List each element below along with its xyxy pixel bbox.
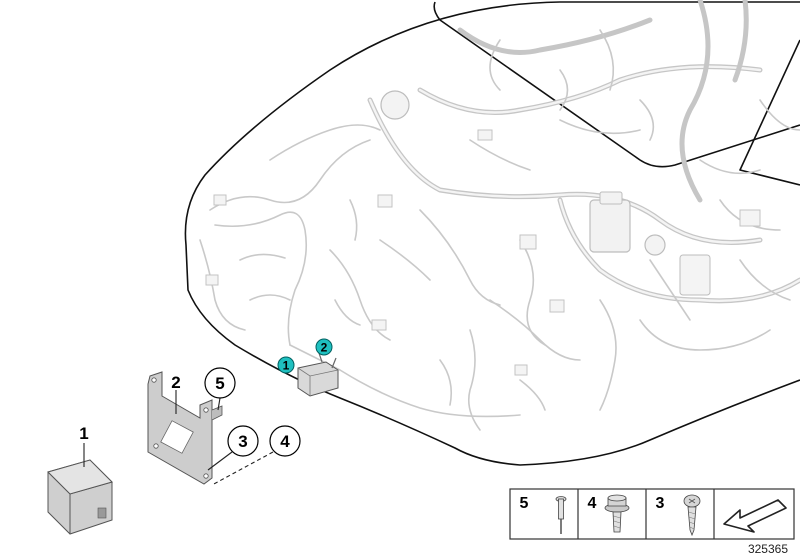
svg-text:1: 1: [283, 359, 290, 373]
legend-number-5: 5: [520, 495, 529, 512]
car-body-outline: [184, 1, 800, 466]
svg-text:2: 2: [321, 341, 328, 355]
fastener-legend: 5 4 3: [509, 488, 795, 540]
location-marker-1[interactable]: 1: [277, 356, 295, 374]
leader-line-4: [211, 451, 274, 486]
legend-number-3: 3: [656, 495, 665, 512]
screw-icon: [683, 494, 701, 537]
bracket-part[interactable]: [147, 371, 223, 485]
installed-control-unit: [297, 349, 339, 397]
svg-text:5: 5: [215, 374, 224, 393]
flange-nut-icon: [604, 494, 630, 533]
callout-5[interactable]: 5: [204, 367, 236, 399]
svg-text:3: 3: [238, 432, 247, 451]
document-number: 325365: [748, 542, 788, 556]
legend-number-4: 4: [588, 495, 597, 512]
callout-3[interactable]: 3: [227, 425, 259, 457]
wiring-harness: [199, 0, 800, 431]
leader-line-3: [207, 451, 233, 471]
leader-line-5: [217, 397, 221, 411]
control-unit-part[interactable]: [47, 459, 113, 535]
pin-rivet-icon: [555, 496, 567, 534]
callout-2: 2: [171, 373, 180, 392]
location-marker-2[interactable]: 2: [315, 338, 333, 356]
callout-1: 1: [79, 424, 88, 443]
direction-arrow-icon[interactable]: [723, 499, 787, 533]
callout-4[interactable]: 4: [269, 425, 301, 457]
svg-text:4: 4: [280, 432, 290, 451]
